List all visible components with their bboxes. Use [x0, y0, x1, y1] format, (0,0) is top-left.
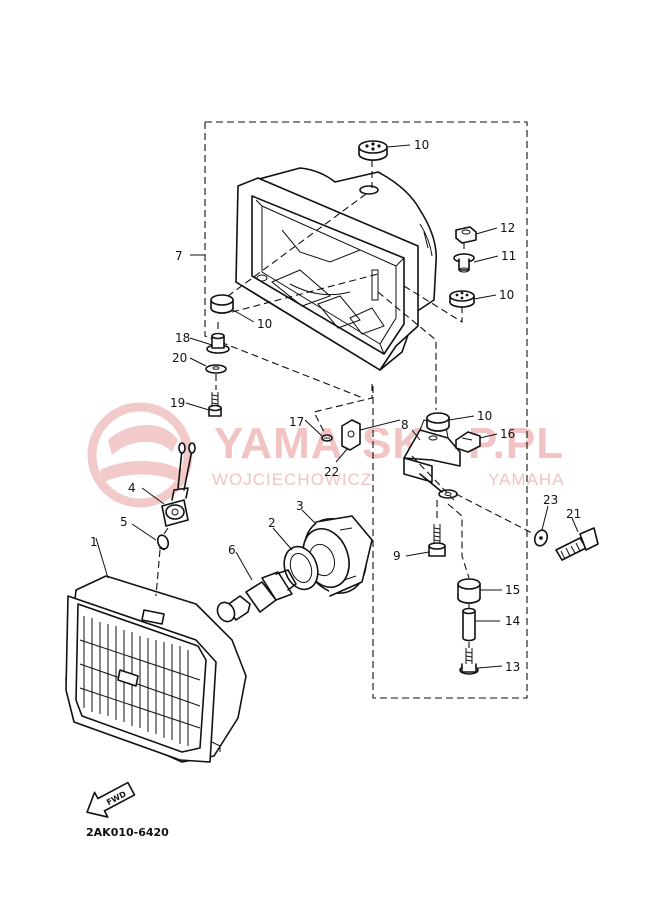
- headlight-unit-1: [65, 575, 247, 763]
- headlight-bulb-6: [216, 569, 297, 623]
- bracket-22: [341, 419, 401, 451]
- callout-15: 15: [505, 583, 520, 597]
- collar-18: [206, 332, 230, 354]
- callout-9: 9: [393, 549, 401, 563]
- callout-19: 19: [170, 396, 185, 410]
- part-code: 2AK010-6420: [86, 826, 169, 839]
- bulb-5: [156, 534, 170, 551]
- grommet-center: [426, 412, 450, 432]
- bracket-8: [403, 419, 461, 499]
- watermark-logo: [87, 402, 193, 508]
- callout-13: 13: [505, 660, 520, 674]
- watermark-sub-left: WOJCIECHOWICZ: [212, 470, 372, 489]
- nut-12: [455, 226, 477, 244]
- damper-15: [457, 578, 481, 604]
- washer-20: [205, 364, 227, 374]
- clip-nut-16: [455, 431, 481, 453]
- watermark-text-right: P.PL: [468, 419, 564, 468]
- callout-3: 3: [296, 499, 304, 513]
- callout-22: 22: [324, 465, 339, 479]
- screw-17: [321, 434, 333, 442]
- washer-23: [533, 529, 549, 547]
- forward-arrow-icon: FWD: [86, 781, 136, 818]
- callouts: 10 7 12 11 10 10 18 20 19 8 10 16 17 22 …: [90, 138, 581, 674]
- callout-1: 1: [90, 535, 98, 549]
- bolt-21: [555, 527, 599, 561]
- group-boundaries: [204, 121, 528, 699]
- callout-6: 6: [228, 543, 236, 557]
- callout-5: 5: [120, 515, 128, 529]
- bolt-9: [428, 524, 446, 557]
- watermark-sub-right: YAMAHA: [488, 470, 565, 489]
- callout-4: 4: [128, 481, 136, 495]
- socket-4: [161, 442, 196, 527]
- callout-7: 7: [175, 249, 183, 263]
- bolt-19: [208, 392, 222, 417]
- alignment-lines: [155, 160, 535, 648]
- callout-8: 8: [401, 418, 409, 432]
- callout-14: 14: [505, 614, 520, 628]
- callout-11: 11: [501, 249, 516, 263]
- callout-18: 18: [175, 331, 190, 345]
- bolt-13: [459, 648, 479, 675]
- callout-17: 17: [289, 415, 304, 429]
- callout-12: 12: [500, 221, 515, 235]
- callout-23: 23: [543, 493, 558, 507]
- callout-10-center: 10: [477, 409, 492, 423]
- callout-2: 2: [268, 516, 276, 530]
- callout-20: 20: [172, 351, 187, 365]
- collar-14: [462, 607, 476, 642]
- grommet-left: [210, 294, 234, 314]
- collar-11: [453, 253, 475, 273]
- leader-lines: [95, 144, 579, 669]
- callout-21: 21: [566, 507, 581, 521]
- callout-10-right: 10: [499, 288, 514, 302]
- grommet-right: [449, 290, 475, 308]
- watermark-text-left: YAMA: [214, 419, 344, 468]
- callout-10-top: 10: [414, 138, 429, 152]
- headlight-housing: [235, 167, 437, 371]
- callout-10-left: 10: [257, 317, 272, 331]
- grommet-top: [358, 140, 388, 161]
- callout-16: 16: [500, 427, 515, 441]
- watermark: YAMA SK P.PL WOJCIECHOWICZ YAMAHA: [87, 402, 565, 508]
